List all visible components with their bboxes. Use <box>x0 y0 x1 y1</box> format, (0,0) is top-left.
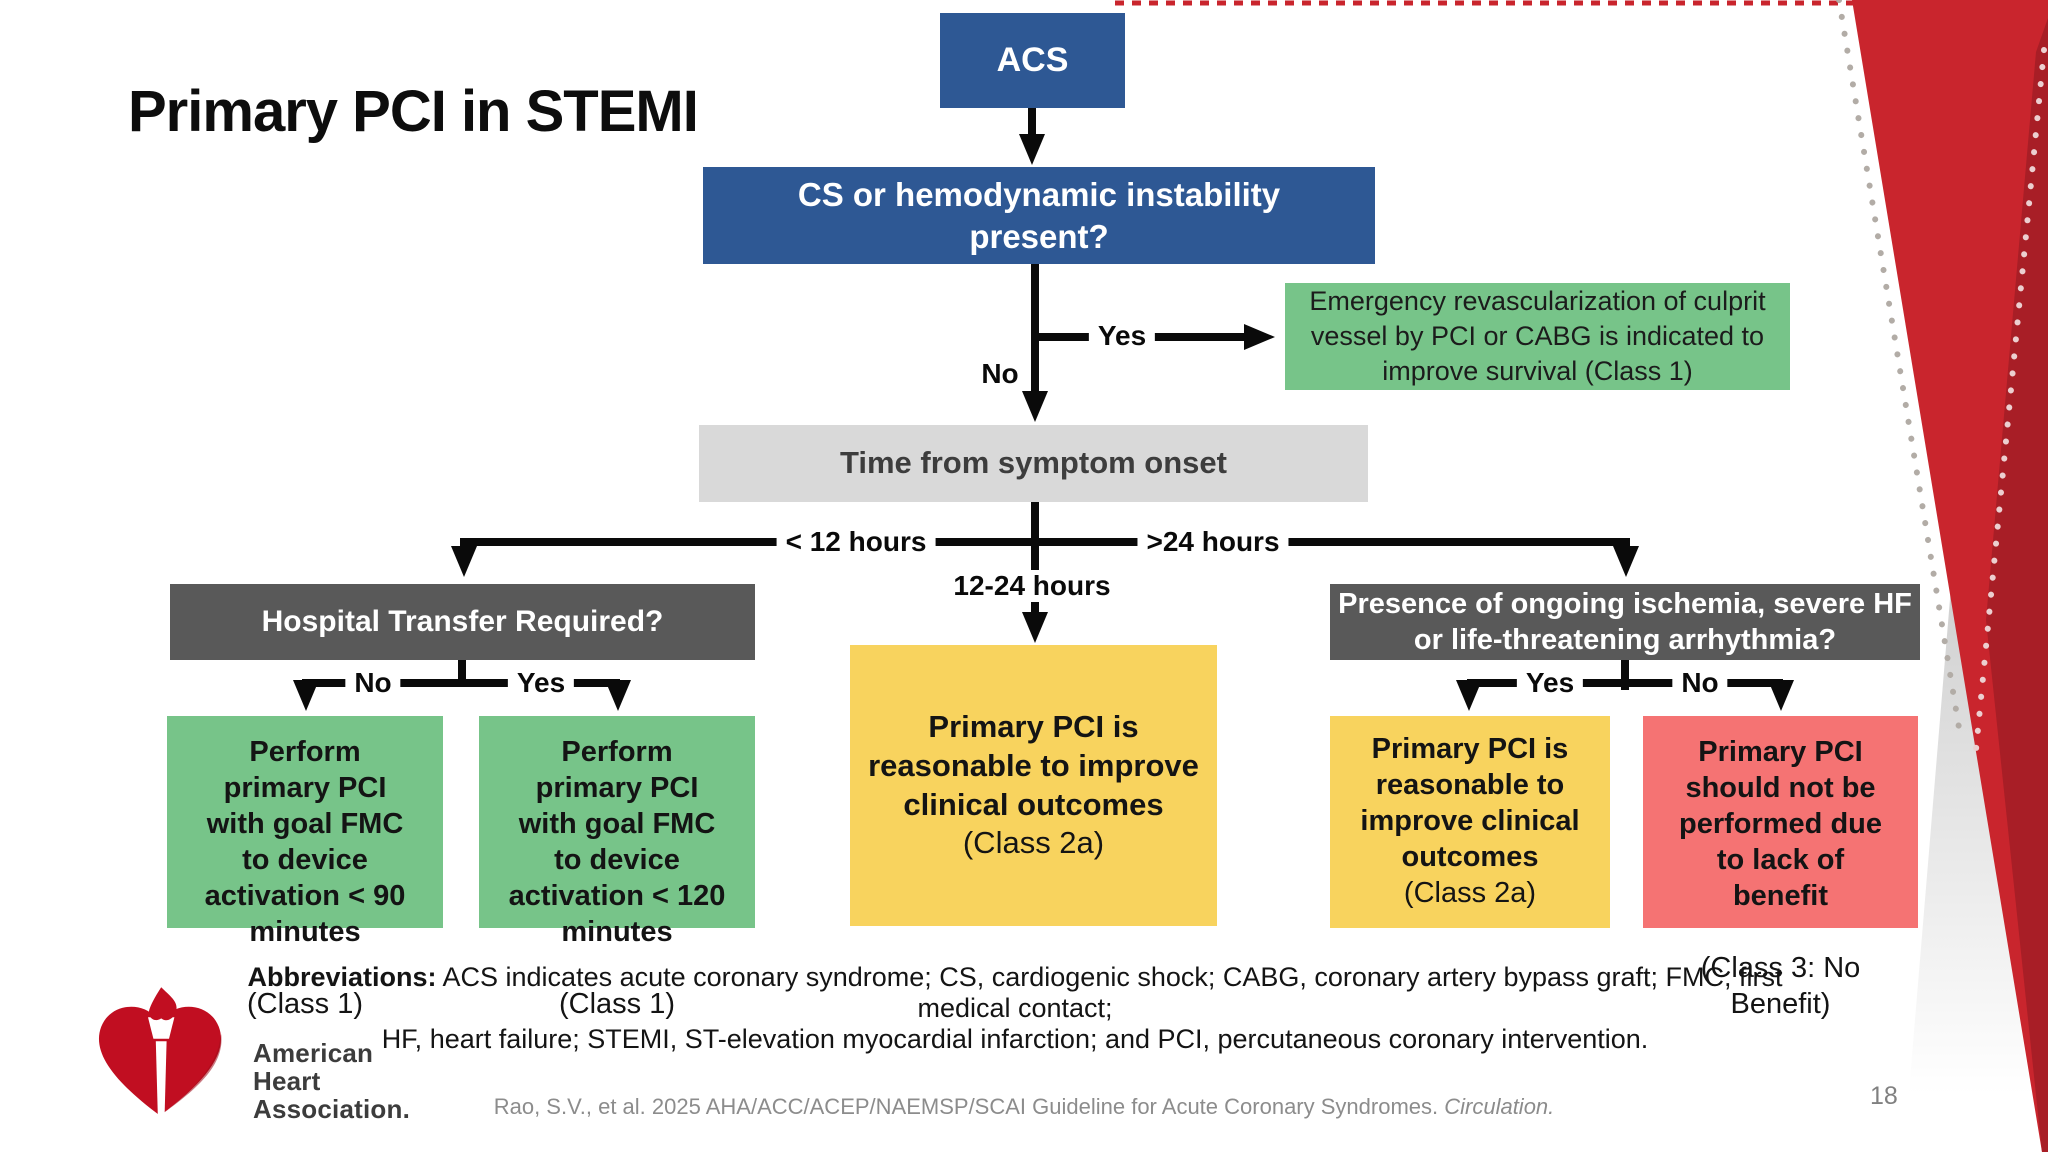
flow-node-emergency-revascularization: Emergency revascularization of culprit v… <box>1285 283 1790 390</box>
edge-label-12-24-hours: 12-24 hours <box>944 570 1120 602</box>
flow-node-pci-not-recommended: Primary PCI should not be performed due … <box>1643 716 1918 1020</box>
flow-node-acs: ACS <box>940 13 1125 108</box>
abbreviations-line1: Abbreviations: ACS indicates acute coron… <box>247 962 1783 992</box>
abbreviations-line3: HF, heart failure; STEMI, ST-elevation m… <box>381 1024 1649 1054</box>
edge-label-no-cs: No <box>981 358 1019 389</box>
edge-label-lt12-hours: < 12 hours <box>776 526 936 558</box>
edge-label-yes-cs: Yes <box>1088 320 1156 352</box>
flow-node-pci-reasonable: Primary PCI is reasonable to improve cli… <box>1330 716 1610 928</box>
edge-label-gt24-hours: >24 hours <box>1137 526 1289 558</box>
pci-12-24h-class: (Class 2a) <box>962 825 1105 861</box>
pci-12-24h-text: Primary PCI is reasonable to improve cli… <box>868 709 1199 822</box>
citation-journal: Circulation. <box>1444 1094 1555 1119</box>
pci-reasonable-class: (Class 2a) <box>1403 876 1537 909</box>
edge-label-no-transfer: No <box>345 667 401 699</box>
aha-wordmark-line2: Heart <box>253 1066 321 1096</box>
aha-heart-torch-icon <box>98 987 222 1130</box>
pci-90min-class: (Class 1) <box>246 987 364 1020</box>
abbreviations-line2: medical contact; <box>917 993 1113 1023</box>
pci-120min-text: Perform primary PCI with goal FMC to dev… <box>508 735 726 948</box>
edge-label-yes-transfer: Yes <box>507 667 575 699</box>
edge-label-no-ischemia: No <box>1672 667 1728 699</box>
aha-wordmark-line3: Association. <box>253 1094 410 1124</box>
flow-node-hospital-transfer-question: Hospital Transfer Required? <box>170 584 755 660</box>
abbreviations-label: Abbreviations: <box>247 962 437 992</box>
pci-120min-class: (Class 1) <box>558 987 676 1020</box>
edge-label-yes-ischemia: Yes <box>1516 667 1584 699</box>
flow-node-pci-90min: Perform primary PCI with goal FMC to dev… <box>167 716 443 1020</box>
aha-wordmark-line1: American <box>253 1038 374 1068</box>
page-number: 18 <box>1870 1082 1898 1110</box>
pci-not-recommended-text: Primary PCI should not be performed due … <box>1678 735 1883 912</box>
flow-node-pci-120min: Perform primary PCI with goal FMC to dev… <box>479 716 755 1020</box>
flow-node-pci-12-24h: Primary PCI is reasonable to improve cli… <box>850 645 1217 926</box>
aha-logo-wordmark: American Heart Association. <box>253 1039 410 1123</box>
footer-citation: Rao, S.V., et al. 2025 AHA/ACC/ACEP/NAEM… <box>0 1094 2048 1120</box>
pci-reasonable-text: Primary PCI is reasonable to improve cli… <box>1360 733 1580 873</box>
flow-node-time-from-symptom-onset: Time from symptom onset <box>699 425 1368 502</box>
flow-node-ischemia-question: Presence of ongoing ischemia, severe HF … <box>1330 584 1920 660</box>
flow-node-cs-question: CS or hemodynamic instability present? <box>703 167 1375 264</box>
citation-text: Rao, S.V., et al. 2025 AHA/ACC/ACEP/NAEM… <box>493 1094 1445 1119</box>
page-title: Primary PCI in STEMI <box>128 79 699 144</box>
abbreviations-block: Abbreviations: ACS indicates acute coron… <box>0 962 2030 1055</box>
pci-90min-text: Perform primary PCI with goal FMC to dev… <box>204 735 406 948</box>
